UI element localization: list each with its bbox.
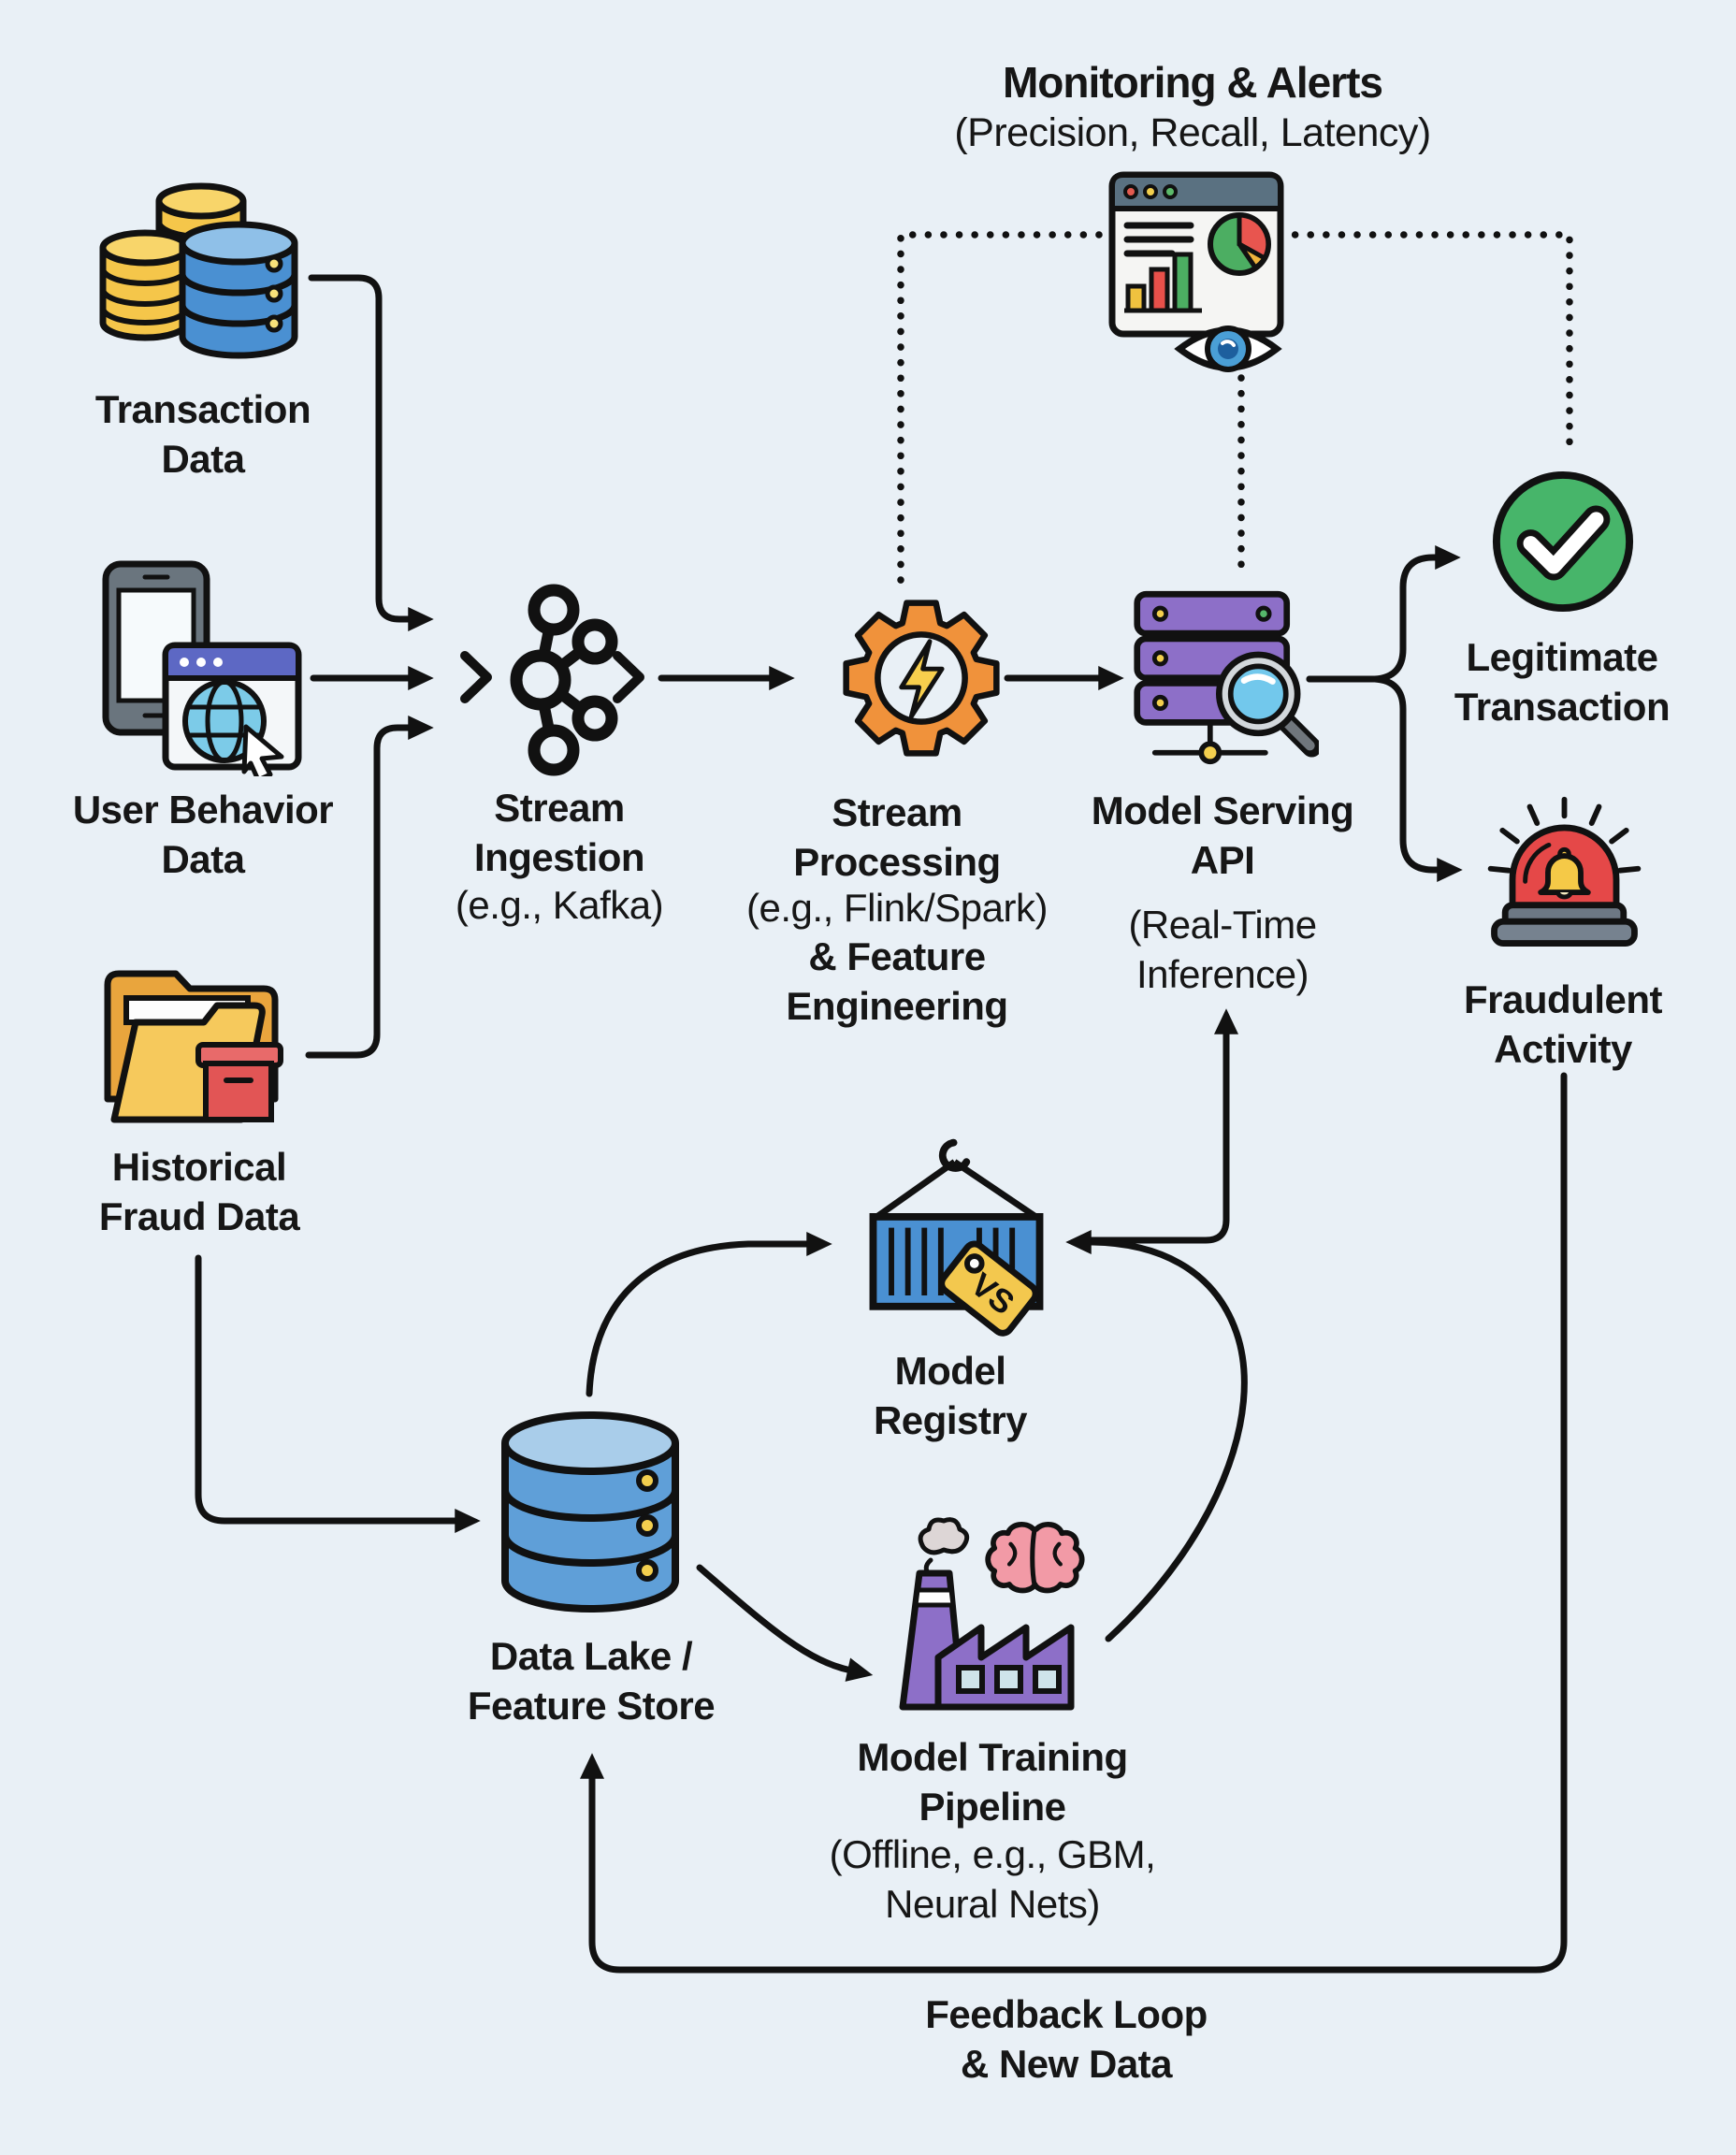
legitimate-label: Legitimate Transaction	[1454, 635, 1671, 729]
folder-archive-icon	[104, 970, 283, 1123]
historical-label: Historical Fraud Data	[98, 1145, 300, 1238]
transaction-label: Transaction Data	[94, 387, 311, 481]
check-circle-icon	[1492, 470, 1634, 613]
feedback-label: Feedback Loop & New Data	[925, 1992, 1208, 2086]
page-title: Monitoring & Alerts	[1002, 58, 1383, 107]
database-cylinder-icon	[501, 1411, 679, 1613]
dotted-monitoring-to-processing	[897, 231, 1103, 589]
serving-sublabel: (Real-Time Inference)	[1128, 903, 1317, 996]
phone-browser-icon	[102, 560, 302, 776]
arrow-serving-to-legitimate	[1306, 545, 1461, 683]
processing-label: Stream Processing	[793, 790, 1001, 884]
dashboard-eye-icon	[1108, 171, 1284, 372]
training-sublabel: (Offline, e.g., GBM, Neural Nets)	[829, 1832, 1156, 1926]
processing-sublabel: (e.g., Flink/Spark)	[746, 886, 1048, 930]
arrow-historical-to-datalake	[195, 1254, 481, 1533]
chevron-icon	[460, 651, 492, 703]
server-magnifier-icon	[1134, 590, 1319, 765]
arrow-transaction-to-ingestion	[308, 274, 434, 631]
arrow-datalake-to-registry	[586, 1232, 832, 1397]
ingestion-label: Stream Ingestion	[473, 786, 645, 879]
registry-label: Model Registry	[873, 1349, 1028, 1442]
dotted-monitoring-to-outcome	[1276, 231, 1573, 455]
gear-lightning-icon	[843, 600, 1000, 757]
datalake-label: Data Lake / Feature Store	[467, 1634, 716, 1728]
fraudulent-label: Fraudulent Activity	[1464, 977, 1663, 1071]
container-tag-icon: VS	[869, 1138, 1044, 1337]
arrow-historical-to-ingestion	[305, 716, 434, 1059]
serving-label: Model Serving API	[1091, 788, 1354, 882]
factory-brain-icon	[899, 1517, 1085, 1711]
siren-icon	[1487, 796, 1642, 947]
ingestion-sublabel: (e.g., Kafka)	[455, 883, 664, 927]
coins-database-icon	[99, 182, 298, 359]
arrow-datalake-to-training	[696, 1564, 874, 1682]
training-label: Model Training Pipeline	[857, 1735, 1128, 1829]
arrow-training-to-registry	[1065, 1230, 1248, 1642]
kafka-icon	[510, 584, 618, 776]
user-behavior-label: User Behavior Data	[72, 788, 334, 881]
arrow-registry-to-serving	[1081, 1008, 1238, 1244]
page-subtitle: (Precision, Recall, Latency)	[954, 110, 1431, 155]
processing-label2: & Feature Engineering	[786, 934, 1008, 1028]
